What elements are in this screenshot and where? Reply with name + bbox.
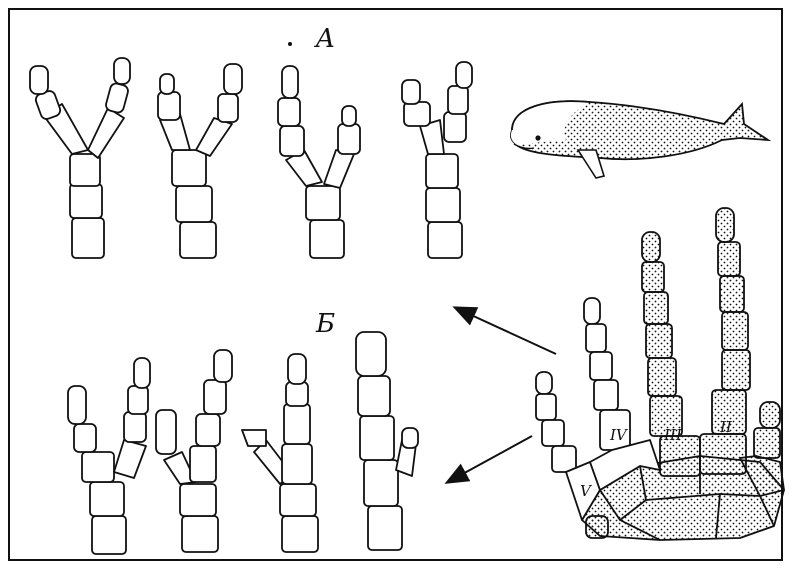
arrow-to-row-a	[456, 308, 556, 354]
flipper-b1	[68, 358, 150, 554]
flipper-a3	[278, 66, 360, 258]
flipper-b2	[156, 350, 232, 552]
row-b-flippers	[68, 332, 418, 554]
flipper-a4	[402, 62, 472, 258]
detailed-flipper	[536, 208, 784, 540]
row-a-flippers	[30, 58, 472, 258]
numeral-ii: II	[719, 418, 733, 436]
arrow-to-row-b	[448, 436, 532, 482]
flipper-a2	[158, 64, 242, 258]
flipper-b4	[356, 332, 418, 550]
whale-illustration	[511, 101, 768, 178]
speck-dot	[288, 42, 292, 46]
numeral-iii: III	[663, 426, 683, 444]
flipper-a1	[30, 58, 130, 258]
numeral-iv: IV	[609, 426, 629, 444]
flipper-b3	[242, 354, 318, 552]
